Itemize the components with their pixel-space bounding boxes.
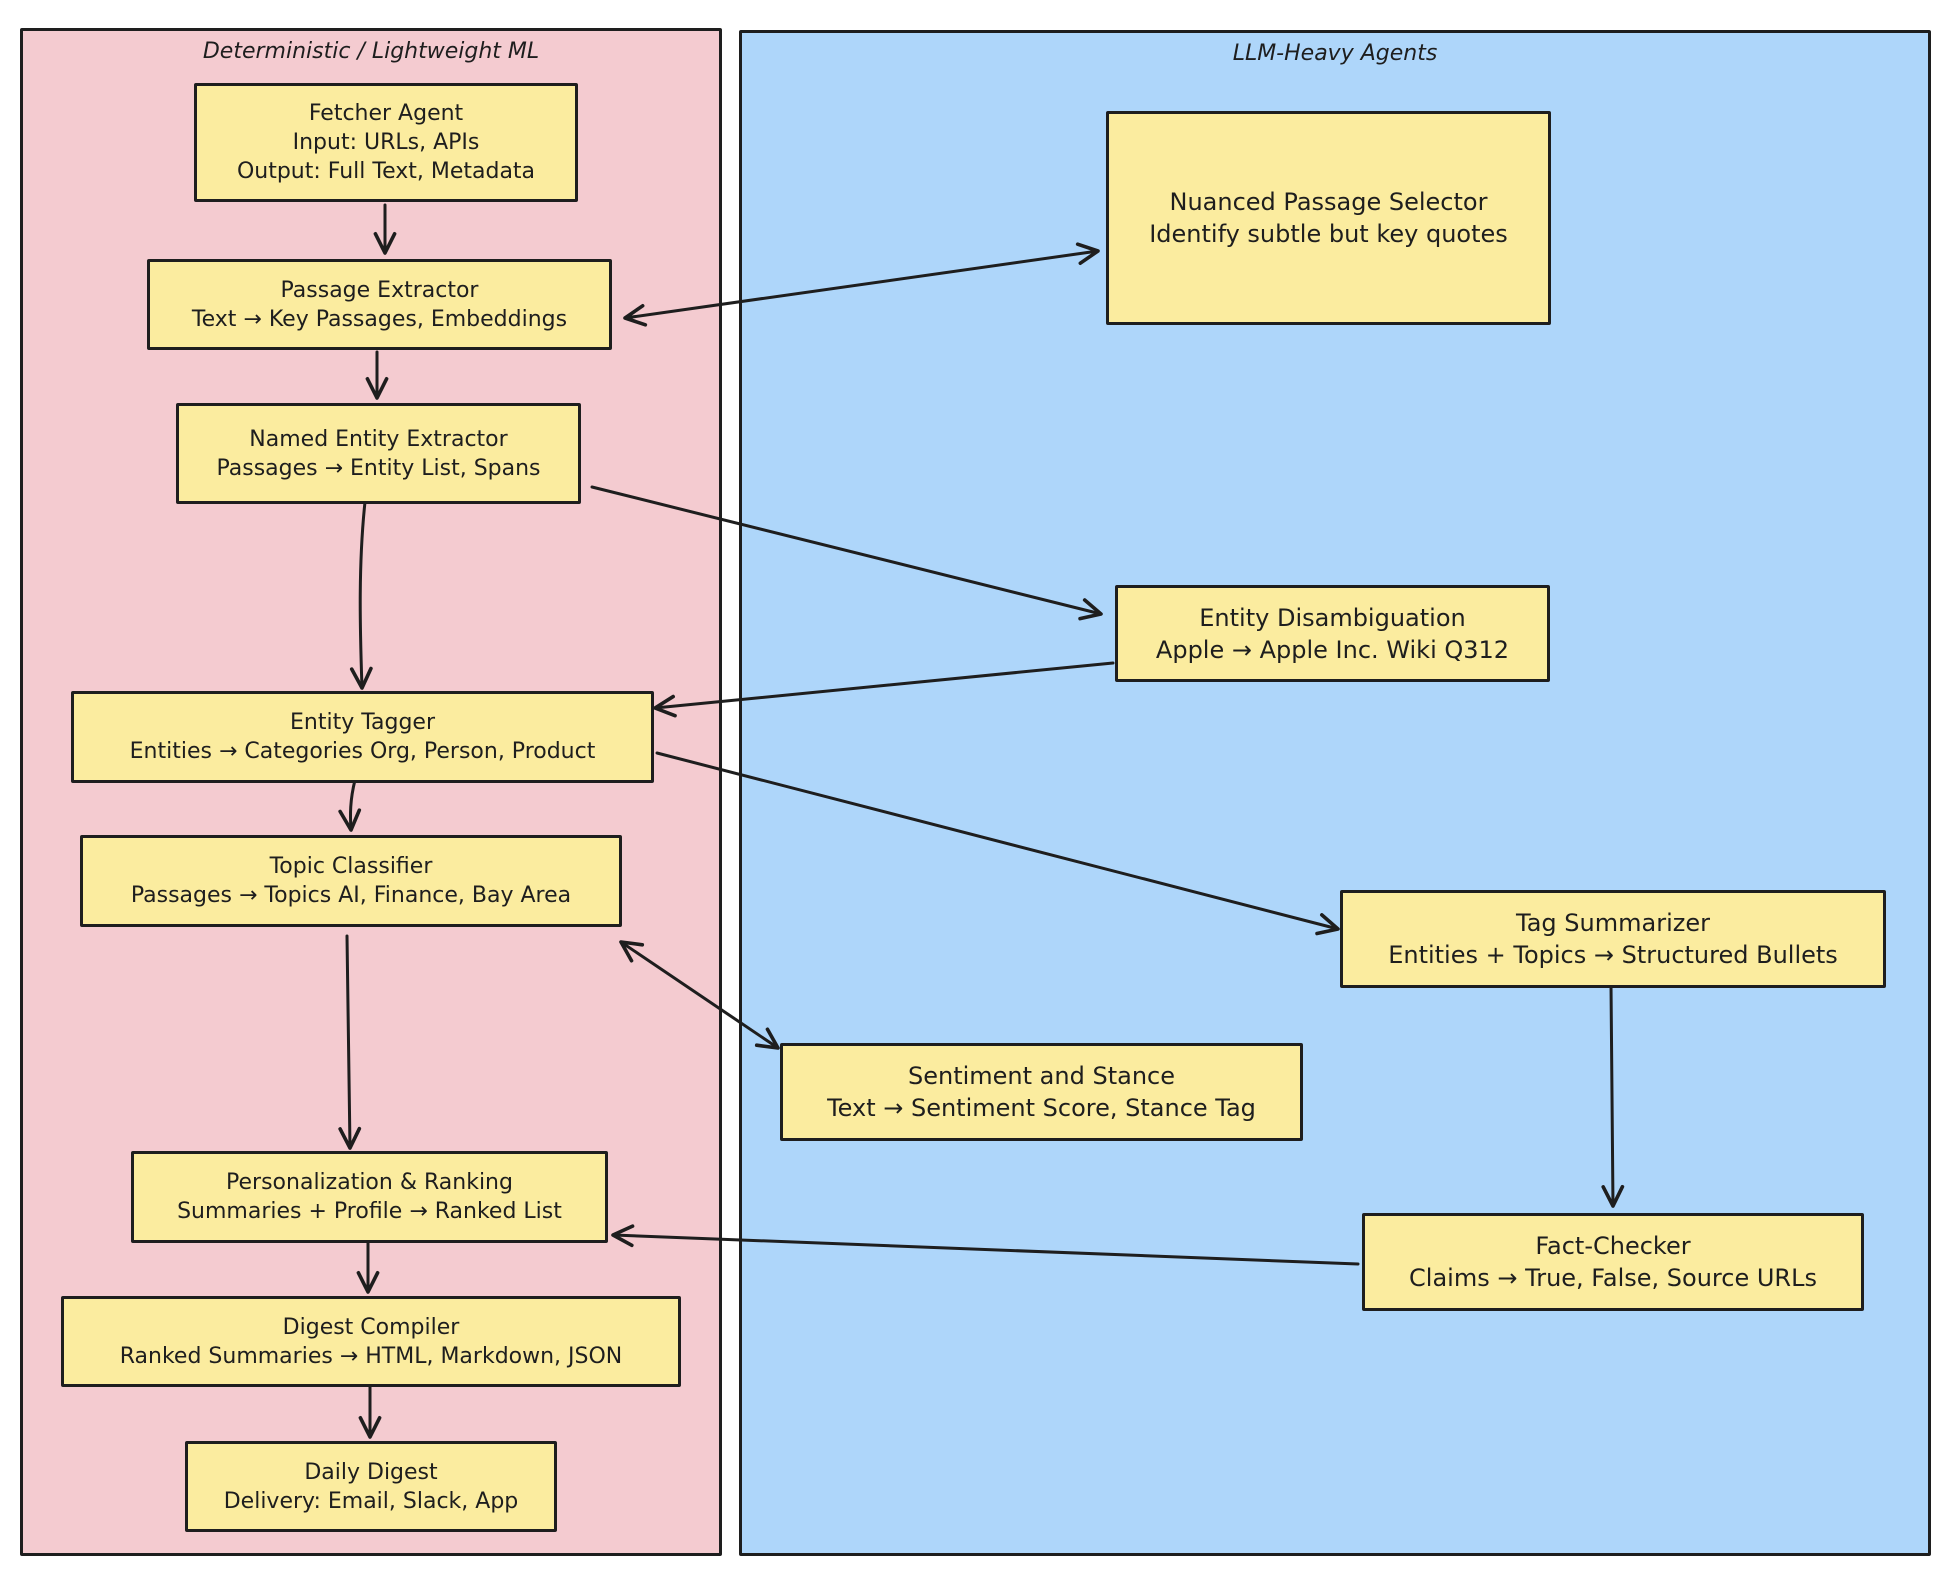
node-entity-disambiguation: Entity Disambiguation Apple → Apple Inc.…: [1115, 585, 1550, 682]
node-detail: Text → Sentiment Score, Stance Tag: [827, 1094, 1256, 1122]
node-detail: Passages → Topics AI, Finance, Bay Area: [130, 883, 572, 908]
node-title: Entity Tagger: [289, 710, 435, 735]
lane-title-llm-heavy: LLM-Heavy Agents: [1232, 41, 1438, 66]
node-topic-classifier: Topic Classifier Passages → Topics AI, F…: [80, 835, 622, 927]
node-title: Personalization & Ranking: [226, 1170, 513, 1195]
node-named-entity-extractor: Named Entity Extractor Passages → Entity…: [176, 403, 581, 504]
node-detail: Identify subtle but key quotes: [1149, 220, 1508, 248]
node-detail: Summaries + Profile → Ranked List: [177, 1199, 562, 1224]
node-nuanced-passage-selector: Nuanced Passage Selector Identify subtle…: [1106, 111, 1551, 325]
node-detail: Claims → True, False, Source URLs: [1409, 1264, 1817, 1292]
node-detail: Delivery: Email, Slack, App: [223, 1488, 519, 1514]
node-detail: Input: URLs, APIs: [292, 130, 480, 155]
node-personalization-ranking: Personalization & Ranking Summaries + Pr…: [131, 1151, 608, 1243]
node-daily-digest: Daily Digest Delivery: Email, Slack, App: [185, 1441, 557, 1532]
node-fact-checker: Fact-Checker Claims → True, False, Sourc…: [1362, 1213, 1864, 1311]
node-title: Passage Extractor: [280, 277, 479, 303]
node-detail: Entities → Categories Org, Person, Produ…: [129, 739, 596, 764]
node-detail: Apple → Apple Inc. Wiki Q312: [1155, 635, 1510, 664]
node-title: Fact-Checker: [1535, 1232, 1691, 1260]
node-detail: Passages → Entity List, Spans: [216, 455, 541, 481]
node-title: Nuanced Passage Selector: [1169, 188, 1488, 216]
node-title: Digest Compiler: [282, 1314, 460, 1340]
lane-title-deterministic: Deterministic / Lightweight ML: [202, 39, 540, 64]
node-title: Fetcher Agent: [308, 101, 464, 126]
node-passage-extractor: Passage Extractor Text → Key Passages, E…: [147, 259, 612, 350]
node-title: Daily Digest: [304, 1459, 438, 1485]
node-title: Tag Summarizer: [1516, 909, 1710, 937]
node-sentiment-stance: Sentiment and Stance Text → Sentiment Sc…: [780, 1043, 1303, 1141]
node-title: Sentiment and Stance: [908, 1062, 1175, 1090]
node-detail: Text → Key Passages, Embeddings: [191, 306, 568, 332]
node-detail: Ranked Summaries → HTML, Markdown, JSON: [119, 1343, 623, 1369]
node-title: Entity Disambiguation: [1199, 603, 1466, 632]
node-title: Topic Classifier: [269, 854, 433, 879]
node-fetcher-agent: Fetcher Agent Input: URLs, APIs Output: …: [194, 83, 578, 202]
node-detail: Output: Full Text, Metadata: [236, 159, 536, 184]
node-entity-tagger: Entity Tagger Entities → Categories Org,…: [71, 691, 654, 783]
node-tag-summarizer: Tag Summarizer Entities + Topics → Struc…: [1340, 890, 1886, 988]
node-title: Named Entity Extractor: [249, 426, 508, 452]
node-digest-compiler: Digest Compiler Ranked Summaries → HTML,…: [61, 1296, 681, 1387]
node-detail: Entities + Topics → Structured Bullets: [1388, 941, 1838, 969]
